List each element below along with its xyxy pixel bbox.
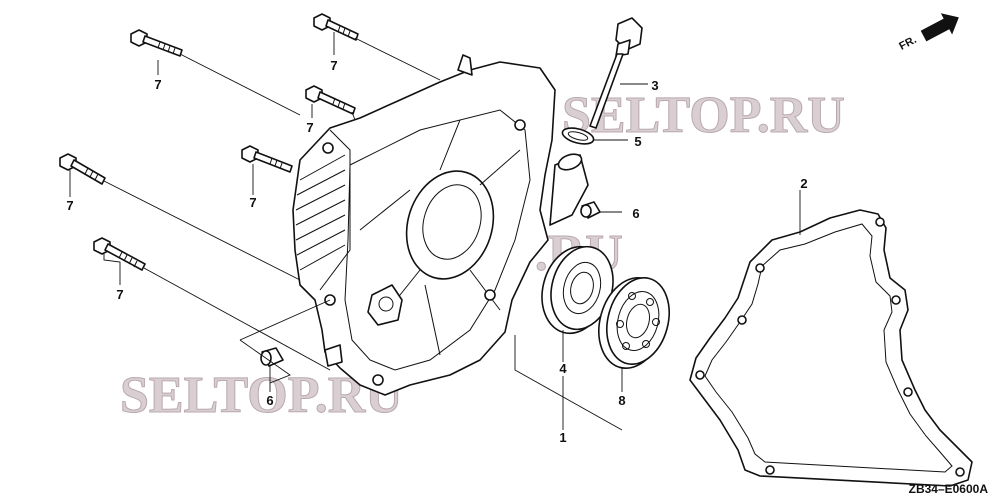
callout-6-lower: 6 — [266, 393, 273, 408]
flange-bolt-5 — [59, 153, 106, 185]
callout-8: 8 — [618, 393, 625, 408]
watermark-top: SELTOP.RU — [562, 87, 845, 144]
oil-level-gauge — [589, 17, 643, 129]
callout-7-f: 7 — [116, 287, 123, 302]
leader-lines — [69, 32, 801, 431]
flange-bolt-4 — [241, 145, 293, 173]
oil-seal — [541, 245, 614, 335]
callout-5: 5 — [634, 134, 641, 149]
flange-bolt-3 — [305, 85, 356, 115]
flange-bolt-2 — [313, 13, 359, 41]
ball-bearing — [598, 276, 670, 369]
callout-2: 2 — [800, 176, 807, 191]
dowel-pin-upper — [580, 201, 601, 219]
callout-1: 1 — [559, 430, 566, 445]
callout-6-upper: 6 — [632, 206, 639, 221]
callout-3: 3 — [651, 78, 658, 93]
watermark-bottom: SELTOP.RU — [120, 367, 403, 424]
front-direction-label: FR. — [897, 34, 918, 53]
o-ring — [561, 127, 595, 145]
callout-7-c: 7 — [306, 120, 313, 135]
cover-gasket — [689, 209, 973, 487]
callout-7-d: 7 — [249, 195, 256, 210]
callout-7-e: 7 — [66, 198, 73, 213]
callout-7-b: 7 — [330, 58, 337, 73]
flange-bolt-6 — [93, 237, 146, 271]
crankcase-cover — [292, 54, 589, 396]
callouts: 1 2 3 4 5 6 6 7 7 7 7 7 7 8 — [66, 58, 807, 445]
diagram-code: ZB34–E0600A — [909, 482, 989, 496]
flange-bolt-1 — [130, 29, 183, 57]
callout-7-a: 7 — [154, 77, 161, 92]
front-direction-arrow: FR. — [897, 13, 959, 53]
callout-4: 4 — [559, 361, 567, 376]
